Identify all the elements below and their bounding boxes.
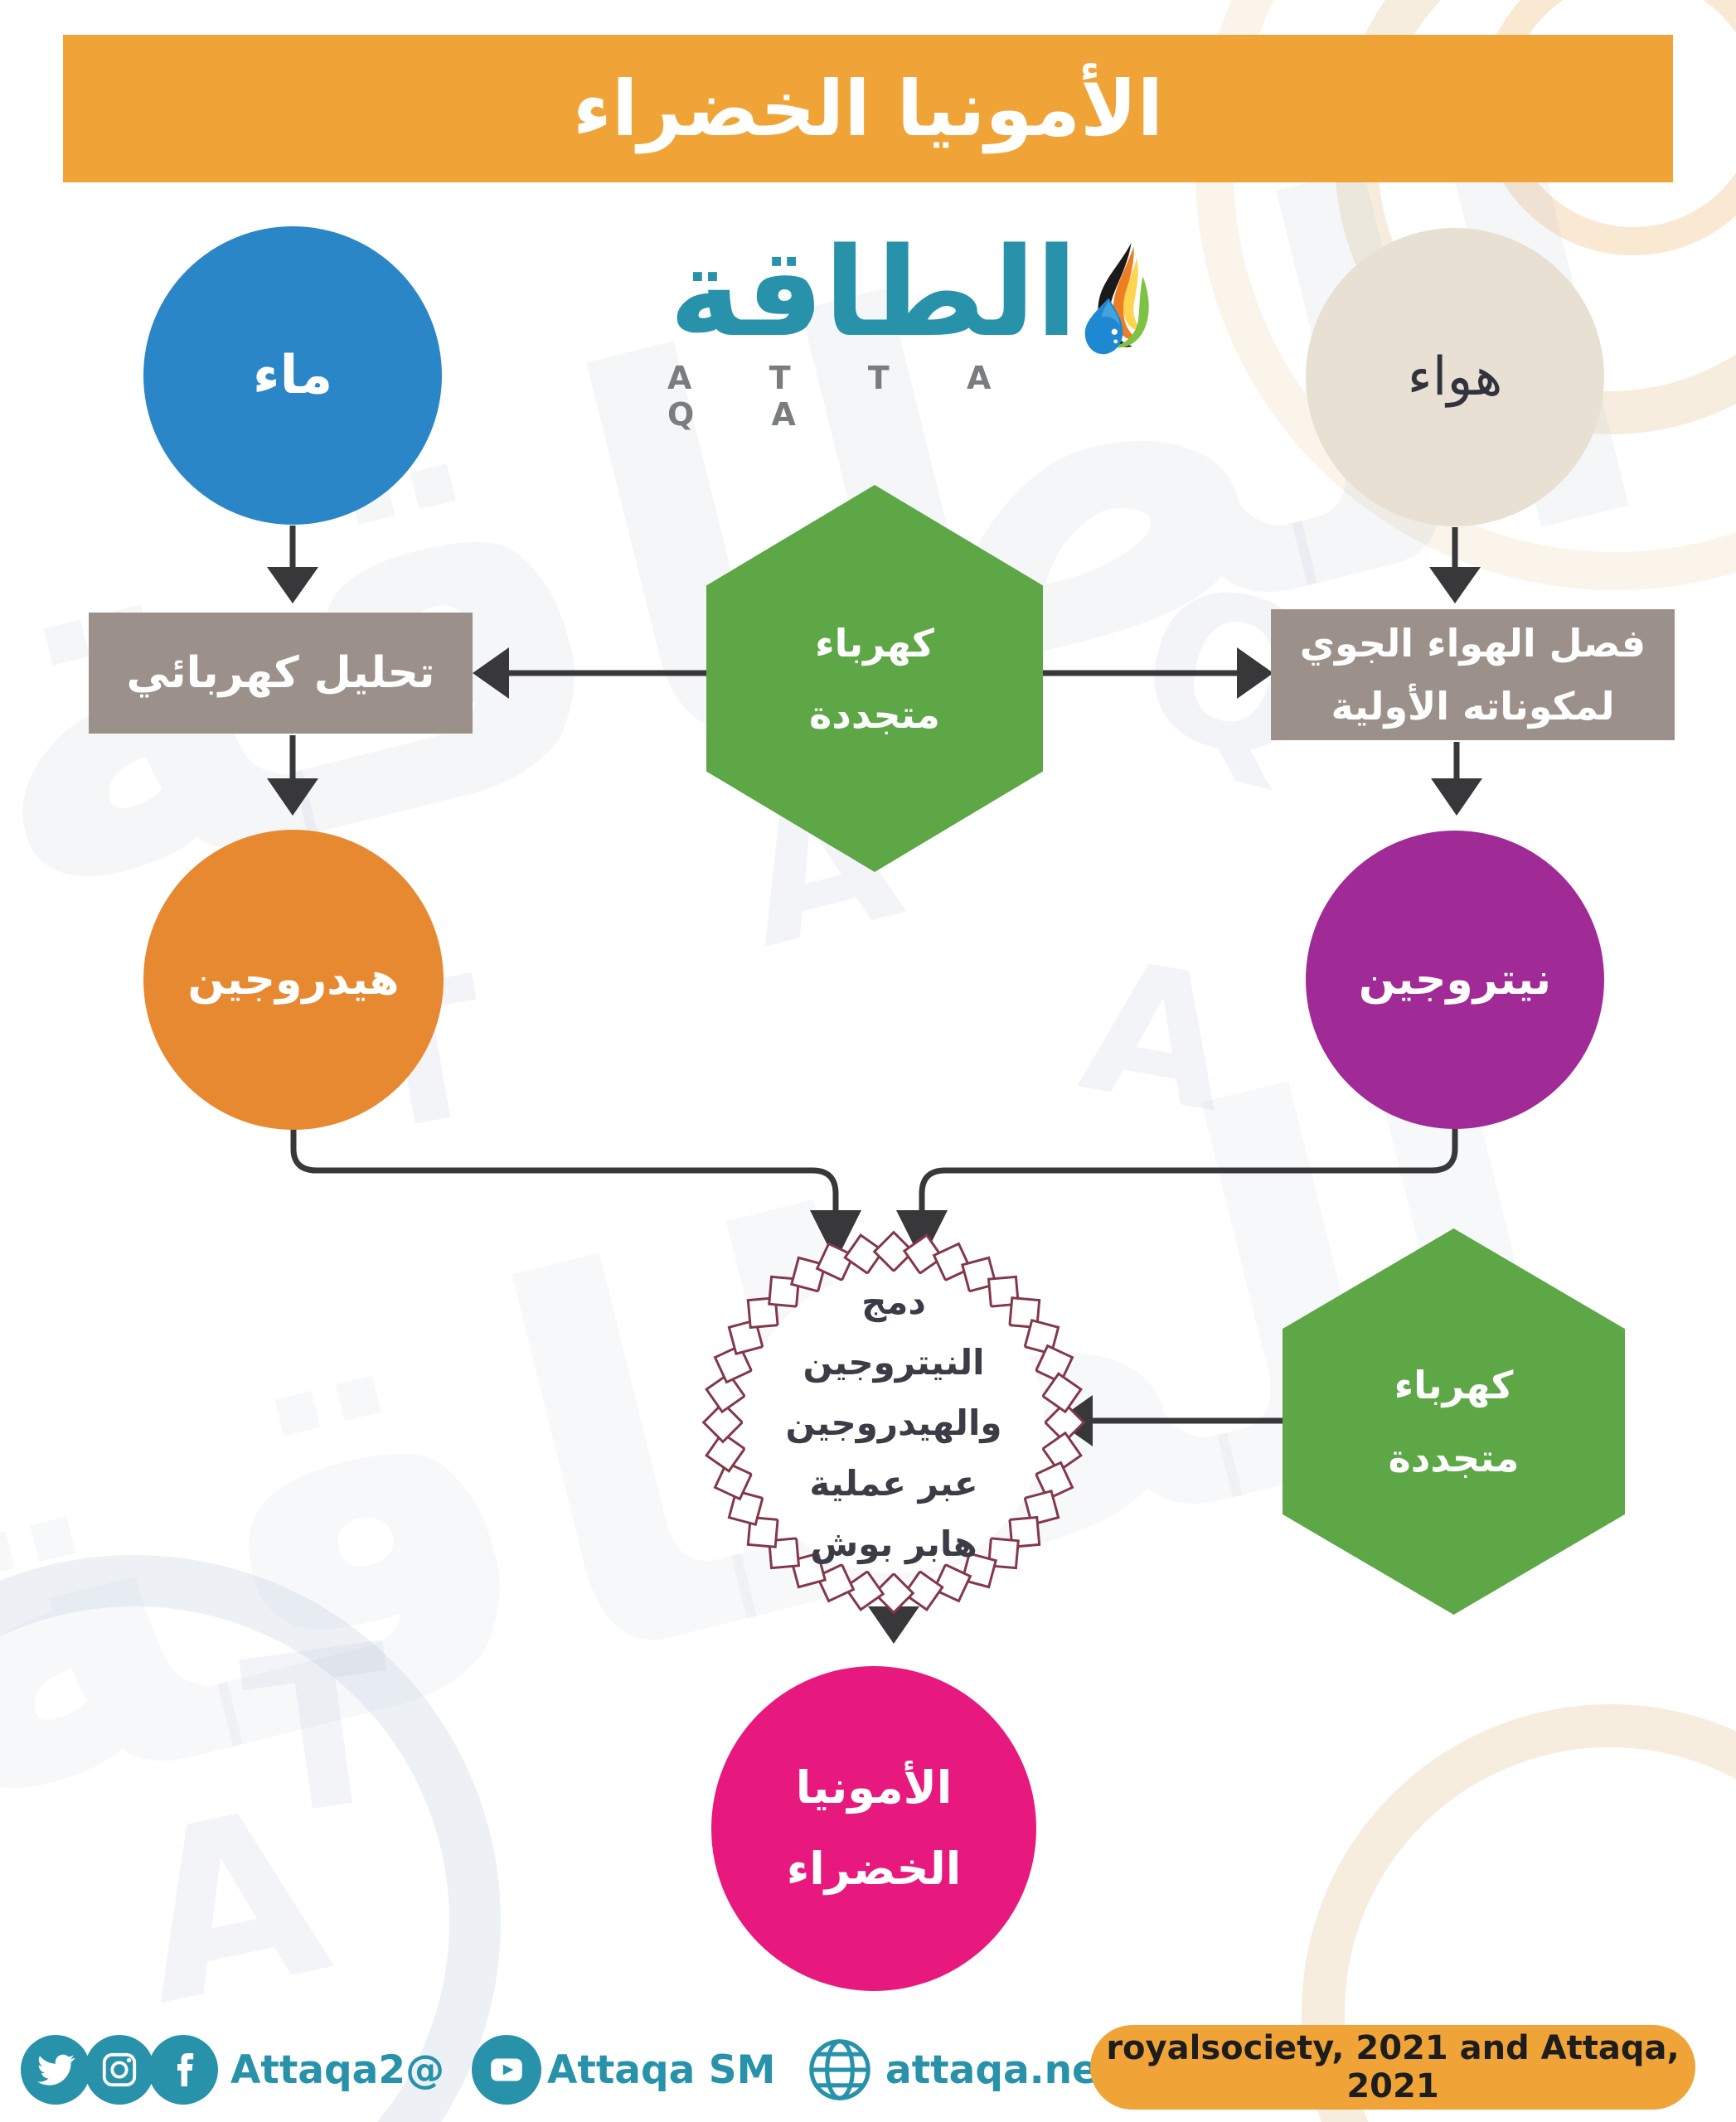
electrolysis-box: تحليل كهربائي [89,613,473,734]
instagram-glyph [102,2052,137,2087]
renewable-electricity2-line2: متجددة [1388,1436,1520,1480]
green-ammonia-line2: الخضراء [786,1843,962,1895]
attaqa-logo-arabic: الطاقة [669,221,1078,364]
haber-bosch-diamond-ring [701,1230,1086,1615]
green-ammonia-node: الأمونيا الخضراء [711,1666,1036,1991]
renewable-electricity-line2: متجددة [809,691,940,737]
flame-droplet-icon [1084,242,1149,355]
youtube-icon[interactable] [472,2035,541,2105]
renewable-electricity-line1: كهرباء [815,620,934,666]
air-separation-line2: لمكوناته الأولية [1331,684,1615,729]
twitter-icon[interactable] [21,2035,90,2105]
nitrogen-node: نيتروجين [1306,831,1604,1129]
attaqa-logo-latin: A T T A Q A [667,360,1025,433]
water-node: ماء [143,226,442,525]
attaqa-logo: الطاقة A T T A Q A [667,217,1157,433]
globe-icon[interactable] [806,2036,874,2107]
green-ammonia-line1: الأمونيا [795,1761,953,1814]
youtube-channel-label[interactable]: Attaqa SM [547,2047,776,2093]
haber-line5: هابر بوش [810,1523,977,1564]
haber-line2: النيتروجين [803,1341,985,1383]
air-separation-line1: فصل الهواء الجوي [1299,621,1646,666]
hydrogen-node: هيدروجين [143,830,444,1130]
air-separation-box: فصل الهواء الجوي لمكوناته الأولية [1271,609,1675,740]
renewable-electricity2-line1: كهرباء [1394,1363,1514,1407]
website-link[interactable]: attaqa.net [885,2047,1118,2093]
haber-line1: دمج [861,1281,926,1322]
social-handle[interactable]: @Attaqa2 [230,2047,445,2093]
haber-line4: عبر عملية [809,1462,978,1504]
facebook-icon[interactable] [148,2035,218,2105]
youtube-play-glyph [491,2058,522,2081]
source-badge: royalsociety, 2021 and Attaqa, 2021 [1090,2025,1695,2110]
haber-line3: والهيدروجين [785,1402,1002,1443]
twitter-bird-glyph [37,2054,75,2086]
air-node: هواء [1306,228,1604,526]
facebook-f-glyph [177,2053,194,2086]
globe-glyph [809,2039,870,2100]
page-title: الأمونيا الخضراء [63,35,1673,182]
haber-bosch-node: دمج النيتروجين والهيدروجين عبر عملية هاب… [753,1271,1035,1574]
instagram-icon[interactable] [85,2035,154,2105]
